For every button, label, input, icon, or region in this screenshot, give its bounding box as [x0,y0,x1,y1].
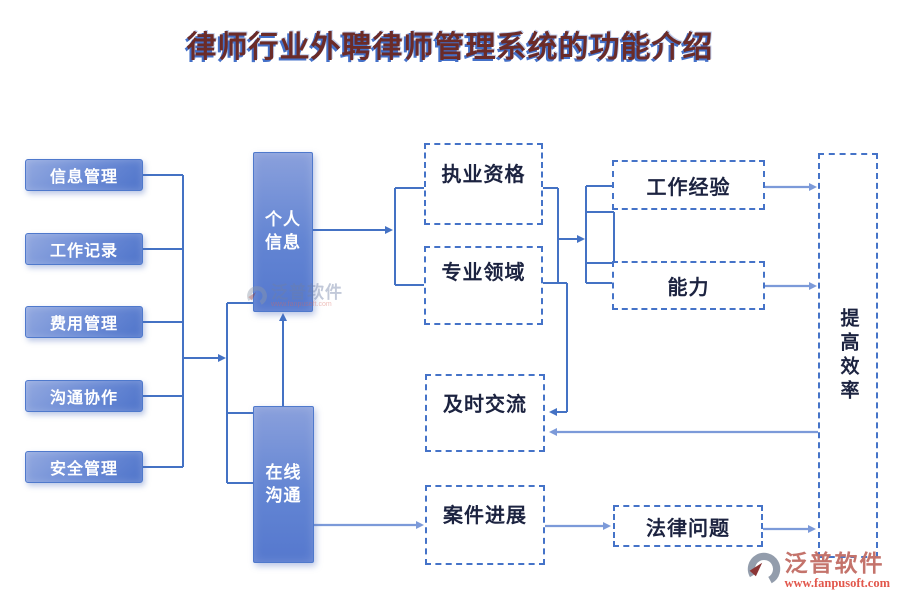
fanpu-logo-icon [748,552,781,585]
hub-split-lines [226,302,287,484]
menu-item-label: 费用管理 [49,316,118,333]
menu-item-expense-management: 费用管理 [25,306,143,338]
node-label: 工作经验 [646,176,731,199]
result-arrow-lines [314,183,818,533]
node-label: 专业领域 [441,262,526,284]
node-label: 法律问题 [646,517,730,540]
menu-item-communication-collaboration: 沟通协作 [25,380,143,412]
page-title: 律师行业外聘律师管理系统的功能介绍 [186,31,714,64]
node-timely-communication: 及时交流 [425,374,545,452]
menu-item-work-records: 工作记录 [25,233,143,265]
menu-item-label: 工作记录 [49,243,118,260]
node-ability: 能力 [612,261,765,310]
node-professional-field: 专业领域 [424,246,543,325]
fanpu-logo: 泛普软件 www.fanpusoft.com [746,551,890,590]
logo-url: www.fanpusoft.com [784,575,890,590]
node-label: 提高效率 [837,307,859,404]
menu-collector-lines [143,174,226,468]
hub-label: 个人信息 [265,210,301,252]
hub-label: 在线沟通 [265,462,302,505]
node-case-progress: 案件进展 [425,485,545,565]
node-improve-efficiency: 提高效率 [818,153,878,558]
hub-online-communication: 在线沟通 [253,406,314,563]
node-work-experience: 工作经验 [612,160,765,210]
node-legal-issues: 法律问题 [613,505,763,547]
menu-item-security-management: 安全管理 [25,451,143,483]
menu-item-info-management: 信息管理 [25,159,143,191]
menu-item-label: 信息管理 [49,169,118,186]
node-label: 及时交流 [443,394,527,416]
menu-item-label: 沟通协作 [49,390,118,407]
logo-name: 泛普软件 [784,549,885,576]
hub-personal-info: 个人信息 [253,152,313,312]
node-label: 执业资格 [441,164,526,186]
personal-info-branch-lines [313,185,615,416]
node-practice-qualification: 执业资格 [424,143,543,225]
node-label: 能力 [667,277,710,299]
menu-item-label: 安全管理 [49,461,118,478]
node-label: 案件进展 [443,505,527,527]
